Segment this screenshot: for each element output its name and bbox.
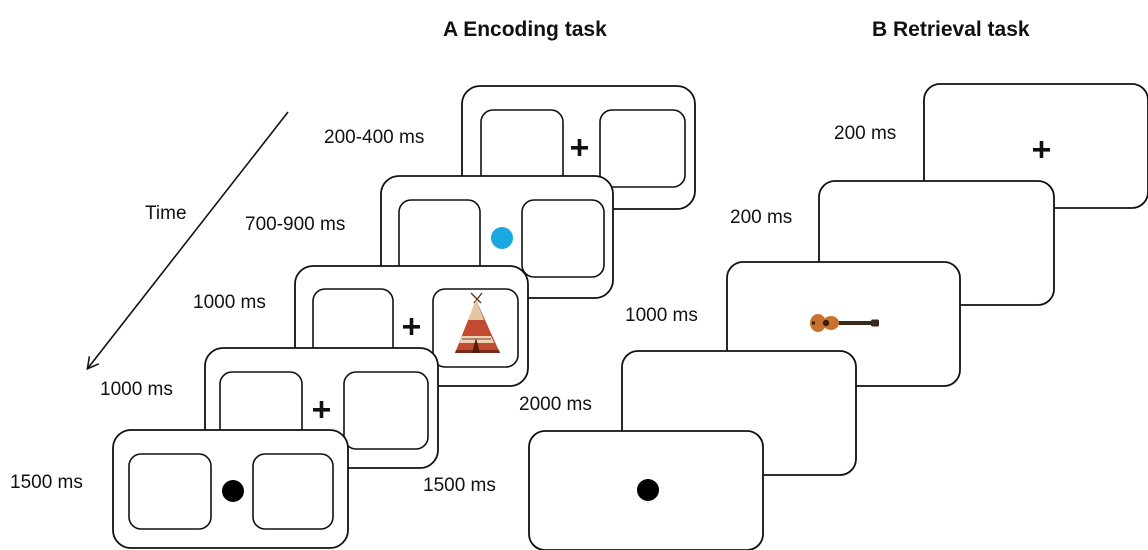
left-placeholder-box <box>128 453 212 530</box>
encoding-frame-3-duration: 1000 ms <box>193 292 266 313</box>
right-placeholder-box <box>521 199 605 278</box>
encoding-task-title: A Encoding task <box>443 18 607 41</box>
encoding-frame-5 <box>112 429 349 549</box>
retrieval-frame-4-duration: 2000 ms <box>519 394 592 415</box>
right-placeholder-box <box>343 371 429 450</box>
retrieval-frame-5-duration: 1500 ms <box>423 475 496 496</box>
encoding-frame-2-duration: 700-900 ms <box>245 214 346 235</box>
right-placeholder-box <box>599 109 686 188</box>
retrieval-frame-5 <box>528 430 764 550</box>
time-axis-label: Time <box>145 203 187 224</box>
black-dot-icon <box>222 480 244 502</box>
right-placeholder-box <box>252 453 334 530</box>
blue-cue-dot-icon <box>491 227 513 249</box>
encoding-frame-4-duration: 1000 ms <box>100 379 173 400</box>
teepee-icon <box>455 292 500 353</box>
retrieval-frame-3-duration: 1000 ms <box>625 305 698 326</box>
retrieval-task-title: B Retrieval task <box>872 18 1030 41</box>
guitar-icon <box>810 314 879 332</box>
fixation-cross-icon <box>1033 141 1050 158</box>
fixation-cross-icon <box>403 318 420 335</box>
black-dot-icon <box>637 479 659 501</box>
encoding-frame-5-duration: 1500 ms <box>10 472 83 493</box>
fixation-cross-icon <box>571 139 588 156</box>
encoding-frame-1-duration: 200-400 ms <box>324 127 425 148</box>
retrieval-frame-1-duration: 200 ms <box>834 123 897 144</box>
fixation-cross-icon <box>313 401 330 418</box>
retrieval-frame-2-duration: 200 ms <box>730 207 793 228</box>
time-arrow <box>86 111 289 371</box>
